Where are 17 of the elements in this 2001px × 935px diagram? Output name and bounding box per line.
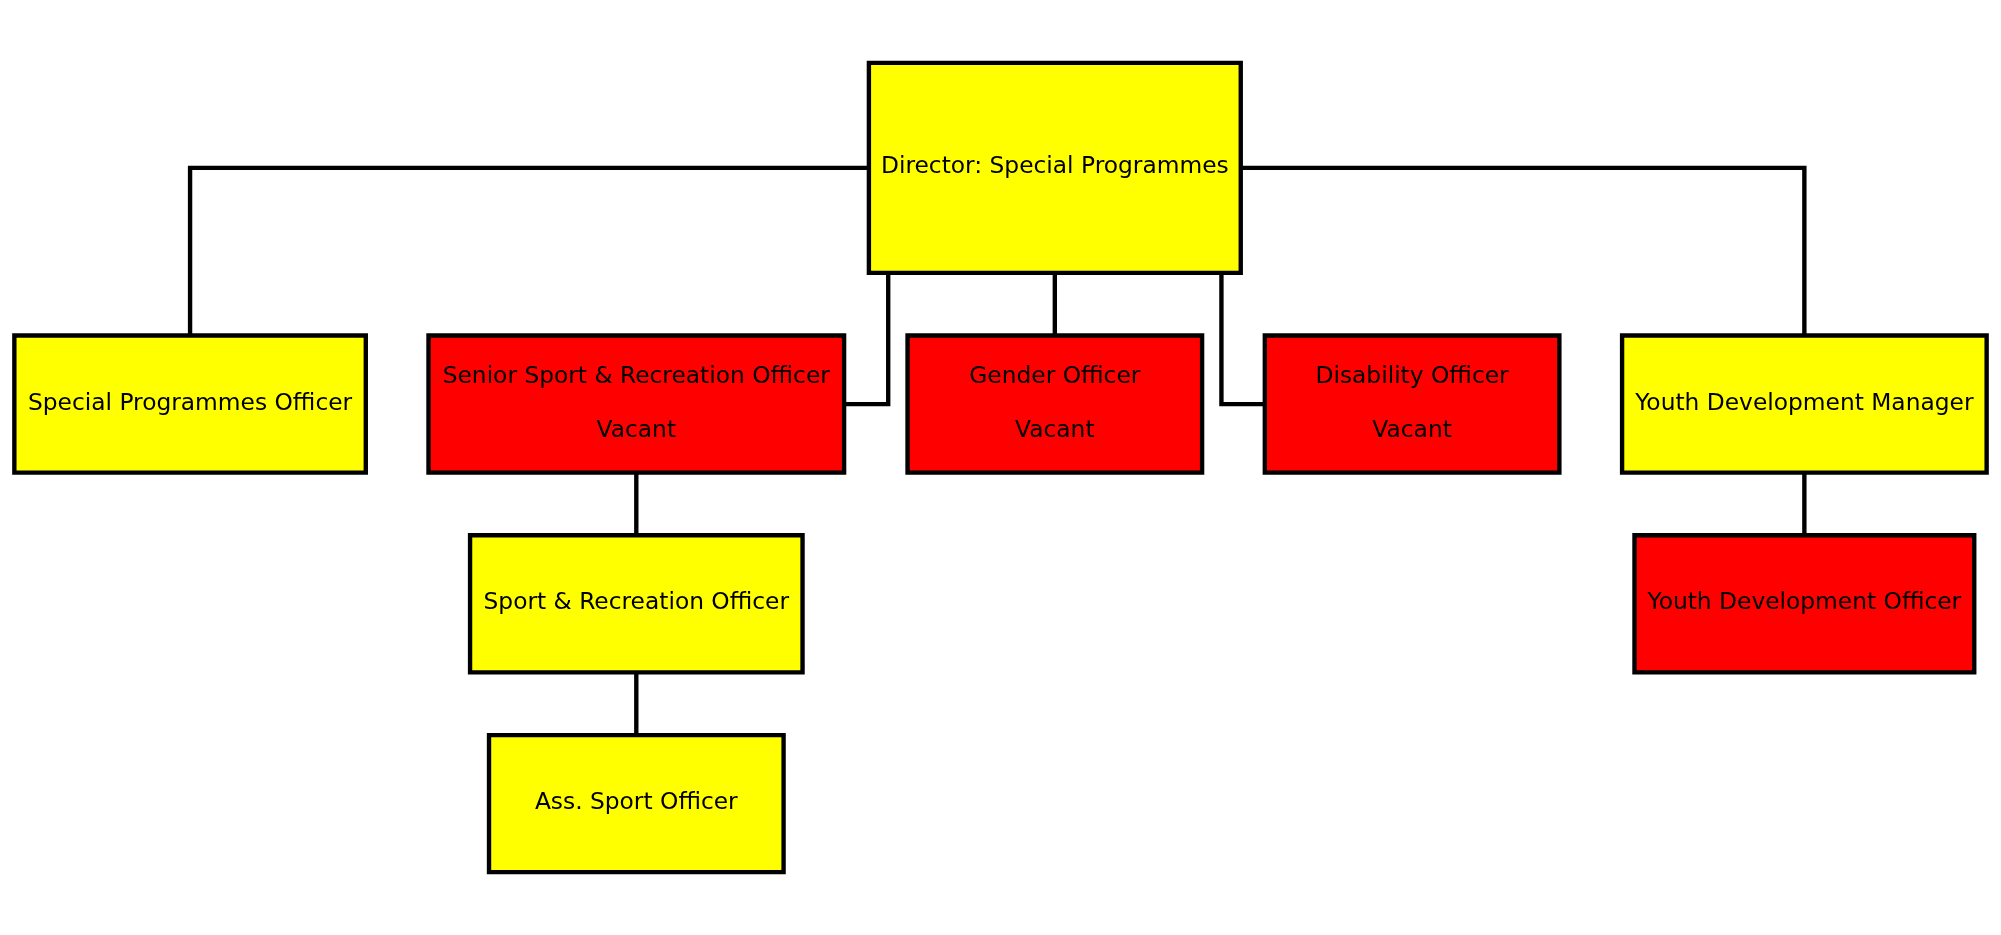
node-box: Disability Officer Vacant: [1262, 333, 1562, 475]
node-box: Gender Officer Vacant: [905, 333, 1205, 475]
node-box: Sport & Recreation Officer: [467, 533, 805, 675]
node-box: Special Programmes Officer: [12, 333, 368, 475]
node-box: Senior Sport & Recreation Officer Vacant: [426, 333, 847, 475]
connector: [844, 273, 891, 407]
connector: [634, 472, 639, 535]
node-box: Director: Special Programmes: [866, 60, 1243, 275]
connector: [1052, 273, 1057, 336]
node-box: Ass. Sport Officer: [486, 732, 786, 875]
node-box: Youth Development Manager: [1619, 333, 1989, 475]
connector: [1219, 273, 1265, 407]
connector: [187, 165, 869, 336]
connector: [634, 672, 639, 735]
connector: [1802, 472, 1807, 535]
node-box: Youth Development Officer: [1632, 533, 1977, 675]
connector: [1241, 165, 1807, 336]
